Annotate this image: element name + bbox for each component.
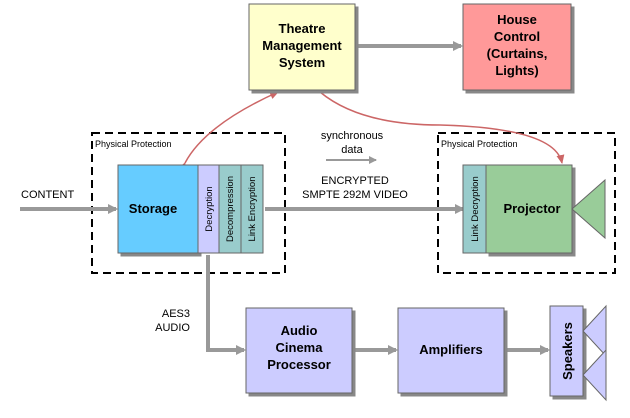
storage-box [117, 164, 199, 254]
decryption-label: Decryption [204, 186, 215, 231]
theatre-management-line-2: Management [262, 38, 342, 53]
encrypted-video-label-2: SMPTE 292M VIDEO [302, 189, 408, 201]
house-control-line-4: Lights) [495, 63, 538, 78]
house-control-line-1: House [497, 12, 537, 27]
aes3-audio-arrow [206, 255, 246, 355]
amplifiers-label: Amplifiers [419, 342, 483, 357]
house-control-line-2: Control [494, 29, 540, 44]
tms-storage-link [177, 91, 279, 172]
projector-box [485, 164, 573, 254]
theatre-management-system-box [248, 3, 356, 91]
projector-lens-icon [571, 178, 606, 240]
theatre-management-line-3: System [279, 55, 325, 70]
storage-label: Storage [129, 201, 177, 216]
sync-data-label-2: data [341, 144, 363, 156]
sync-data-label-1: synchronous [321, 130, 384, 142]
amplifiers-box [397, 307, 505, 394]
decompression-label: Decompression [225, 176, 236, 242]
speaker-cone-icon-bottom [582, 348, 607, 402]
theatre-management-line-1: Theatre [279, 21, 326, 36]
house-control-box [462, 3, 572, 91]
content-label: CONTENT [21, 189, 74, 201]
encrypted-video-label-1: ENCRYPTED [321, 175, 389, 187]
aes3-audio-label-1: AES3 [162, 308, 190, 320]
aes3-audio-label-2: AUDIO [155, 322, 190, 334]
audio-processor-line-3: Processor [267, 357, 331, 372]
speakers-label: Speakers [560, 322, 575, 380]
tms-projector-link [311, 83, 565, 164]
physical-protection-right-region [437, 132, 616, 274]
physical-protection-left-label: Physical Protection [95, 139, 172, 149]
link-decryption-label: Link Decryption [470, 176, 481, 241]
house-control-line-3: (Curtains, [487, 46, 548, 61]
link-encryption-box [240, 164, 264, 254]
speakers-box [549, 305, 584, 397]
speaker-cone-icon-top [582, 304, 607, 358]
physical-protection-right-label: Physical Protection [441, 139, 518, 149]
audio-processor-line-2: Cinema [276, 340, 324, 355]
audio-processor-line-1: Audio [281, 323, 318, 338]
link-encryption-label: Link Encryption [247, 177, 258, 242]
projector-label: Projector [503, 201, 560, 216]
audio-cinema-processor-box [245, 307, 353, 394]
